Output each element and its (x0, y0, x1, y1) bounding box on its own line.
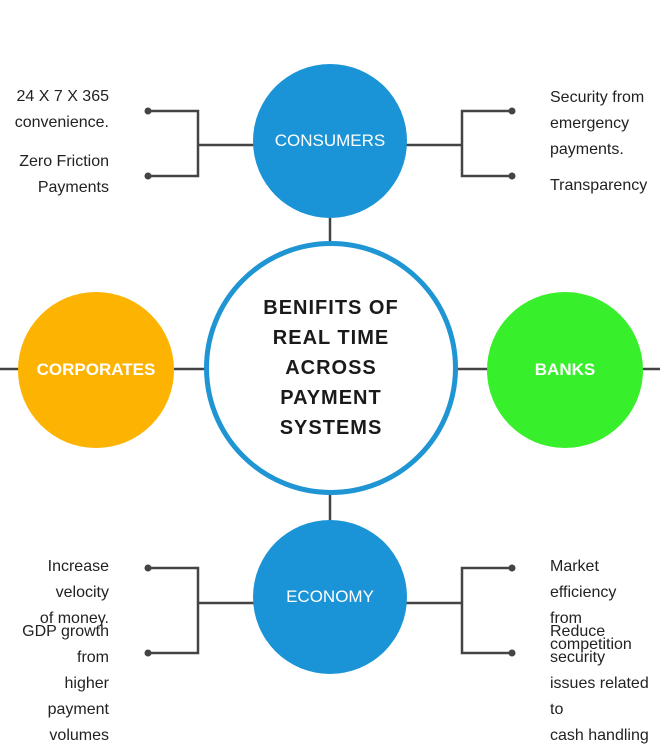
benefit-economy-left-2: GDP growth from higher payment volumes (22, 623, 109, 744)
bracket-economy-right (460, 566, 512, 655)
dot-economy-right-1 (508, 564, 516, 572)
node-economy-label: ECONOMY (286, 587, 374, 606)
dot-economy-left-1 (144, 564, 152, 572)
node-corporates: CORPORATES (18, 292, 174, 448)
center-circle: BENIFITS OF REAL TIME ACROSS PAYMENT SYS… (204, 241, 458, 495)
dot-economy-left-2 (144, 649, 152, 657)
node-banks: BANKS (487, 292, 643, 448)
dot-consumers-left-1 (144, 107, 152, 115)
dot-consumers-right-2 (508, 172, 516, 180)
node-economy: ECONOMY (253, 520, 407, 674)
dot-consumers-right-1 (508, 107, 516, 115)
benefit-consumers-right-1: Security from emergency payments. (550, 89, 645, 158)
benefit-economy-right-1: Market efficiency from competition (550, 558, 632, 653)
benefit-economy-right-2: Reduce security issues related to cash h… (550, 623, 649, 744)
benefit-consumers-left-2: Zero Friction Payments (19, 153, 109, 196)
bracket-economy-left (148, 566, 200, 655)
benefit-consumers-left-1: 24 X 7 X 365 convenience. (14, 88, 109, 131)
node-corporates-label: CORPORATES (36, 360, 156, 379)
benefit-economy-left-1: Increase velocity of money. (39, 558, 109, 627)
node-consumers: CONSUMERS (253, 64, 407, 218)
dot-economy-right-2 (508, 649, 516, 657)
center-title: BENIFITS OF REAL TIME ACROSS PAYMENT SYS… (263, 297, 399, 439)
bracket-consumers-left (148, 109, 200, 178)
dot-consumers-left-2 (144, 172, 152, 180)
node-banks-label: BANKS (534, 360, 596, 379)
bracket-consumers-right (460, 109, 512, 178)
benefit-consumers-right-2: Transparency (550, 177, 648, 194)
node-consumers-label: CONSUMERS (274, 131, 386, 150)
